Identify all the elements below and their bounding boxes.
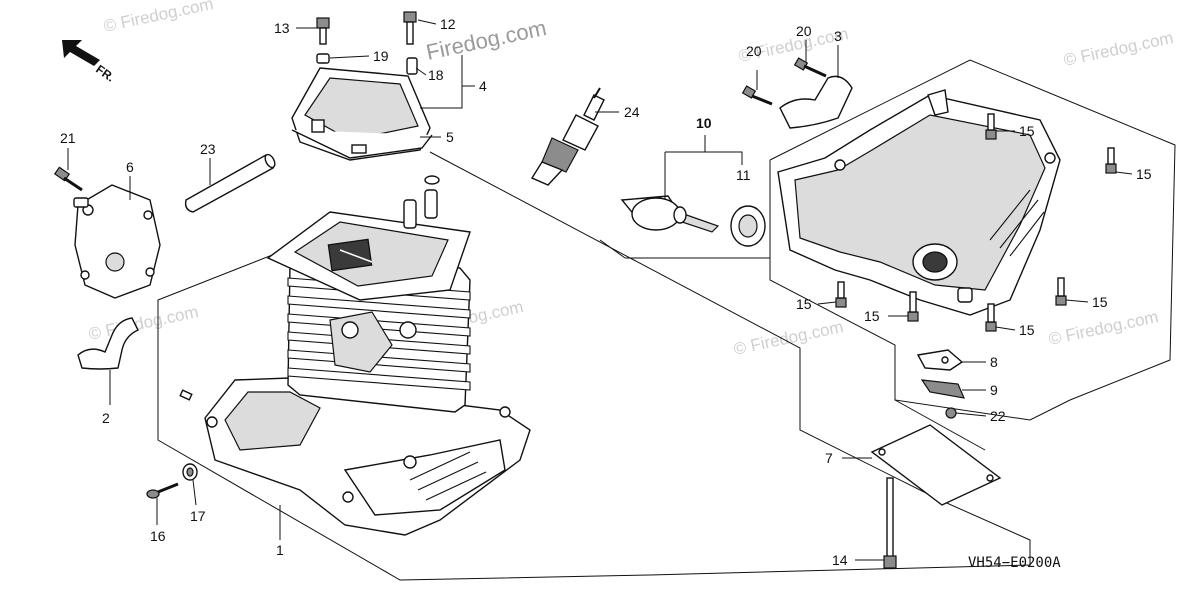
part-spark-plug (530, 87, 605, 186)
part-stopper-9 (920, 379, 965, 399)
callout-7: 7 (825, 450, 833, 466)
assembly-outline (157, 59, 1176, 581)
part-bolt-20 (741, 57, 827, 106)
watermark: © Firedog.com (102, 0, 215, 36)
callout-20-upper: 20 (796, 23, 812, 39)
part-crankcase-half (777, 89, 1061, 316)
callout-11: 11 (736, 167, 751, 183)
callout-23: 23 (200, 141, 216, 157)
part-screw-16 (146, 482, 179, 499)
front-direction-arrow-icon: FR. (62, 40, 117, 85)
callout-19: 19 (373, 48, 389, 64)
diagram-code: VH54−E0200A (968, 555, 1061, 571)
callout-21: 21 (60, 130, 76, 146)
callout-2: 2 (102, 410, 110, 426)
callout-10: 10 (696, 115, 712, 131)
callout-17: 17 (190, 508, 206, 524)
callout-6: 6 (126, 159, 134, 175)
watermark: © Firedog.com (732, 317, 845, 359)
callout-8: 8 (990, 354, 998, 370)
part-seal-ring (730, 205, 766, 247)
callout-15-e: 15 (1019, 322, 1035, 338)
callout-13: 13 (274, 20, 290, 36)
part-screw-22 (945, 407, 957, 419)
watermark: © Firedog.com (1062, 28, 1175, 70)
callout-1: 1 (276, 542, 284, 558)
callout-9: 9 (990, 382, 998, 398)
leader-lines (67, 19, 1133, 561)
part-bracket-3 (779, 75, 853, 129)
callout-15-a: 15 (1019, 123, 1035, 139)
callout-16: 16 (150, 528, 166, 544)
callout-5: 5 (446, 129, 454, 145)
part-oil-cap (620, 195, 720, 233)
callout-15-b: 15 (1136, 166, 1152, 182)
callout-12: 12 (440, 16, 456, 32)
part-washer-17 (182, 463, 198, 481)
callout-15-f: 15 (1092, 294, 1108, 310)
callout-4: 4 (479, 78, 487, 94)
part-reed-8 (916, 349, 964, 371)
part-bolts-top (316, 11, 418, 75)
watermark: © Firedog.com (87, 302, 200, 344)
callout-15-d: 15 (864, 308, 880, 324)
direction-label: FR. (93, 62, 117, 85)
callout-24: 24 (624, 104, 640, 120)
callout-20-lower: 20 (746, 43, 762, 59)
callout-14: 14 (832, 552, 848, 568)
callout-3: 3 (834, 28, 842, 44)
callout-18: 18 (428, 67, 444, 83)
callout-labels: 13 12 19 18 4 5 23 21 6 2 16 17 1 24 10 … (60, 16, 1152, 568)
part-bolts-15 (835, 113, 1117, 332)
part-plate-7 (870, 424, 1002, 506)
part-long-bolt-14 (883, 477, 897, 569)
part-cover-plate (73, 184, 161, 299)
part-cylinder-block (204, 175, 531, 536)
part-clamp-2 (77, 317, 139, 370)
callout-15-c: 15 (796, 296, 812, 312)
part-tube-23 (184, 153, 276, 213)
watermark: © Firedog.com (1047, 307, 1160, 349)
part-bolt-21 (53, 166, 83, 192)
part-head-cover (291, 67, 433, 161)
callout-22: 22 (990, 408, 1006, 424)
